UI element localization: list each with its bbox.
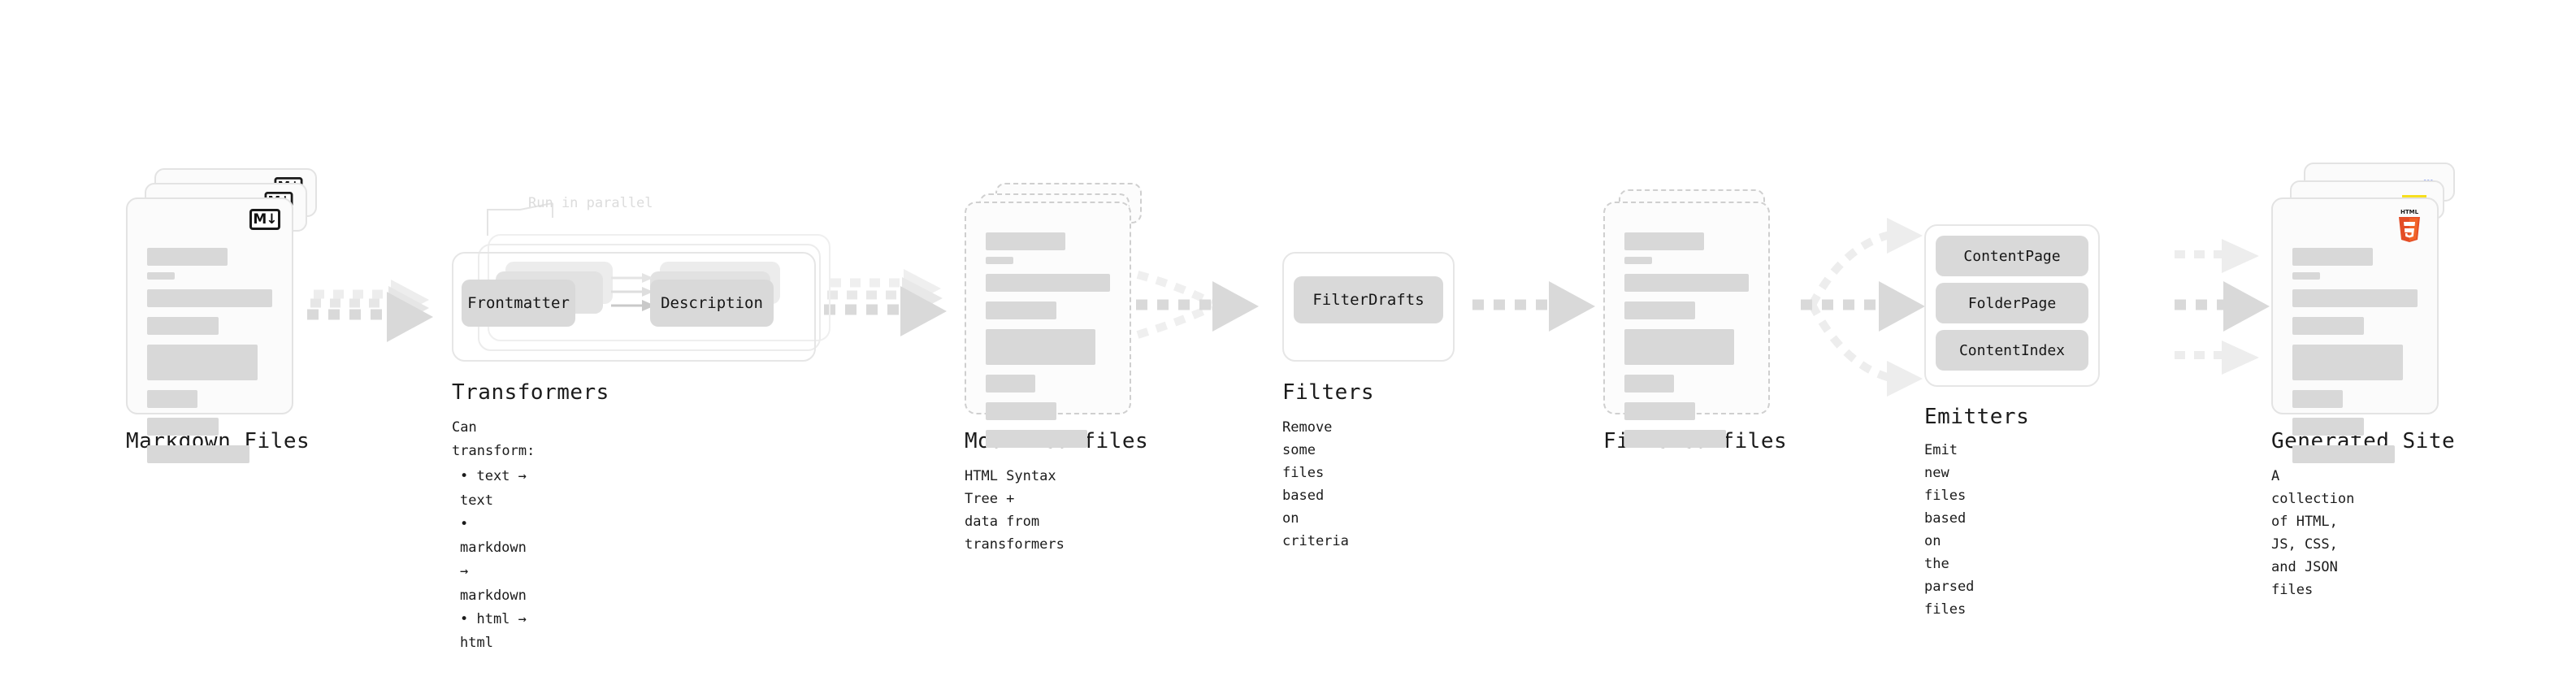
- emitters-box: [1924, 224, 2100, 387]
- arrow-emitters-to-site: [2175, 239, 2270, 375]
- transformers-box: [452, 252, 816, 362]
- page-title: Filters: [1282, 380, 1375, 405]
- page-title: Emitters: [1924, 405, 2030, 429]
- run-in-parallel-label: Run in parallel: [528, 195, 653, 211]
- transformer-pill-description[interactable]: Description: [650, 280, 774, 327]
- list-item: • html → html: [460, 610, 527, 652]
- transformer-internal-arrows: [611, 273, 655, 311]
- markdown-icon: M↓: [249, 209, 280, 230]
- filtered-file-front: [1603, 202, 1770, 448]
- page-title: Transformers: [452, 380, 609, 405]
- list-item: • text → text: [460, 468, 527, 509]
- page-subtitle: Emit new files based on the parsed files: [1924, 442, 1975, 618]
- page-subtitle: Remove some files based on criteria: [1282, 419, 1349, 550]
- arrow-markdown-to-transformers: [307, 280, 433, 342]
- markdown-file-front: M↓: [126, 197, 293, 463]
- emitter-pill-folderpage[interactable]: FolderPage: [1936, 283, 2088, 323]
- placeholder-lines: [2292, 248, 2418, 473]
- html5-icon: HTML: [2395, 207, 2424, 243]
- emitter-pill-contentindex[interactable]: ContentIndex: [1936, 330, 2088, 371]
- site-file-front: HTML: [2271, 197, 2439, 463]
- bullets-heading: Can transform:: [452, 419, 536, 460]
- placeholder-lines: [986, 232, 1110, 458]
- transformer-pill-frontmatter[interactable]: Frontmatter: [462, 280, 575, 327]
- filter-pill-filterdrafts[interactable]: FilterDrafts: [1294, 276, 1443, 323]
- placeholder-lines: [147, 248, 272, 473]
- transform-capability-list: Can transform: • text → text • markdown …: [452, 416, 535, 655]
- placeholder-lines: [1624, 232, 1749, 458]
- modified-file-front: [965, 202, 1131, 448]
- arrow-filters-to-filtered: [1472, 281, 1595, 332]
- arrow-filtered-to-emitters: [1801, 218, 1925, 397]
- filters-box: [1282, 252, 1455, 362]
- svg-text:HTML: HTML: [2400, 209, 2419, 215]
- emitter-pill-contentpage[interactable]: ContentPage: [1936, 236, 2088, 276]
- arrow-transformers-to-modified: [824, 269, 947, 336]
- arrow-modified-to-filters: [1136, 271, 1259, 339]
- page-subtitle: A collection of HTML, JS, CSS, and JSON …: [2271, 468, 2355, 599]
- list-item: • markdown → markdown: [460, 515, 527, 604]
- page-subtitle: HTML Syntax Tree + data from transformer…: [965, 468, 1065, 553]
